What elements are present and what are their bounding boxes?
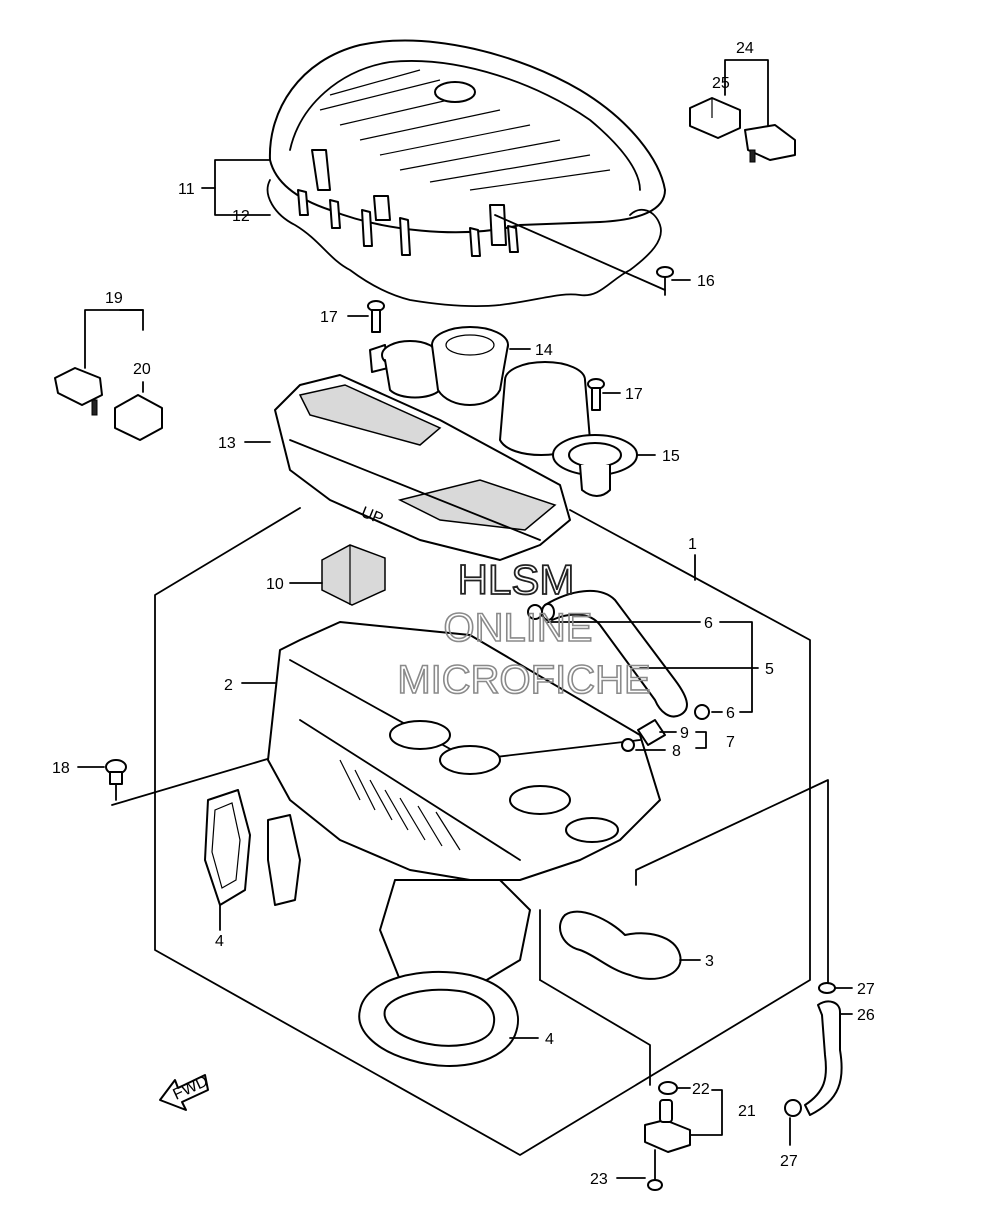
callout-13: 13 bbox=[218, 435, 236, 452]
drain-plug-21 bbox=[644, 1089, 723, 1153]
case-intake-duct bbox=[379, 879, 531, 991]
watermark-line2: ONLINE bbox=[444, 606, 593, 650]
screw-23 bbox=[616, 1149, 663, 1191]
callout-24: 24 bbox=[736, 40, 754, 57]
callout-15: 15 bbox=[662, 448, 680, 465]
case-intake-ribs bbox=[339, 759, 461, 851]
callout-3: 3 bbox=[705, 953, 714, 970]
bolt-17-upper bbox=[347, 300, 385, 333]
filter-mesh-upper bbox=[298, 384, 442, 446]
connector-19 bbox=[54, 367, 103, 406]
cover-gasket bbox=[266, 179, 662, 308]
sponge-10 bbox=[321, 544, 386, 606]
connector-group-19 bbox=[54, 309, 163, 441]
callout-18: 18 bbox=[52, 760, 70, 777]
callout-bracket-6 bbox=[719, 621, 753, 713]
callout-27-lower: 27 bbox=[780, 1153, 798, 1170]
callout-bracket-7 bbox=[695, 731, 707, 749]
callout-11: 11 bbox=[178, 181, 195, 198]
callout-20: 20 bbox=[133, 361, 151, 378]
clamp-6-upper bbox=[527, 604, 701, 623]
connector-24 bbox=[744, 124, 796, 161]
callout-9: 9 bbox=[680, 725, 689, 742]
relay-25 bbox=[689, 97, 741, 139]
filter-mesh-lower bbox=[397, 479, 557, 531]
clamp-27-lower bbox=[784, 1099, 802, 1146]
connector-pin bbox=[749, 149, 756, 163]
callout-5: 5 bbox=[765, 661, 774, 678]
air-filter-element: UP bbox=[274, 374, 571, 561]
seal-4-left bbox=[204, 789, 301, 906]
cap-9 bbox=[637, 719, 677, 746]
watermark-line1: HLSM bbox=[458, 556, 575, 603]
air-cleaner-case bbox=[267, 621, 661, 991]
callout-4-left: 4 bbox=[215, 933, 224, 950]
callout-8: 8 bbox=[672, 743, 681, 760]
watermark-line3: MICROFICHE bbox=[397, 658, 650, 702]
seal-4-lower bbox=[358, 971, 519, 1067]
callout-2: 2 bbox=[224, 677, 233, 694]
funnel-14 bbox=[369, 326, 531, 406]
callout-21: 21 bbox=[738, 1103, 756, 1120]
seal-3 bbox=[559, 910, 682, 980]
air-cleaner-cover bbox=[268, 39, 666, 257]
relay-group-24 bbox=[689, 59, 796, 163]
watermark: HLSM ONLINE MICROFICHE bbox=[397, 555, 652, 703]
callout-16: 16 bbox=[697, 273, 715, 290]
bolt-18 bbox=[77, 759, 127, 801]
washer-22 bbox=[658, 1081, 691, 1095]
clamp-6-lower bbox=[694, 704, 723, 720]
clamp-8 bbox=[621, 738, 666, 752]
callout-17-upper: 17 bbox=[320, 309, 338, 326]
callout-10: 10 bbox=[266, 576, 284, 593]
callout-19: 19 bbox=[105, 290, 123, 307]
clamp-27-upper bbox=[818, 982, 853, 994]
connector-19-pin bbox=[91, 399, 98, 416]
callout-27-upper: 27 bbox=[857, 981, 875, 998]
callout-22: 22 bbox=[692, 1081, 710, 1098]
assembly-boundary bbox=[111, 507, 829, 1156]
callout-6-lower: 6 bbox=[726, 705, 735, 722]
callout-7: 7 bbox=[726, 734, 735, 751]
relay-20 bbox=[114, 394, 163, 441]
callout-26: 26 bbox=[857, 1007, 875, 1024]
callout-6-upper: 6 bbox=[704, 615, 713, 632]
funnel-15 bbox=[499, 361, 656, 497]
bolt-17-lower bbox=[587, 378, 621, 411]
callout-23: 23 bbox=[590, 1171, 608, 1188]
cover-center-boss bbox=[434, 81, 476, 103]
cover-tabs bbox=[297, 149, 519, 257]
callout-25: 25 bbox=[712, 75, 730, 92]
leader-lines bbox=[119, 159, 701, 1039]
callout-4-lower: 4 bbox=[545, 1031, 554, 1048]
callout-14: 14 bbox=[535, 342, 553, 359]
callout-1: 1 bbox=[688, 536, 697, 553]
hose-26 bbox=[804, 1000, 853, 1116]
cover-ribs bbox=[319, 69, 611, 191]
callout-12: 12 bbox=[232, 208, 250, 225]
callout-labels: 1 2 3 4 4 5 6 6 7 8 9 10 11 12 13 14 15 … bbox=[52, 40, 875, 1188]
callout-17-lower: 17 bbox=[625, 386, 643, 403]
fwd-arrow-icon: FWD bbox=[159, 1073, 211, 1111]
case-throttle-holes bbox=[389, 720, 619, 843]
screw-16 bbox=[494, 214, 691, 296]
